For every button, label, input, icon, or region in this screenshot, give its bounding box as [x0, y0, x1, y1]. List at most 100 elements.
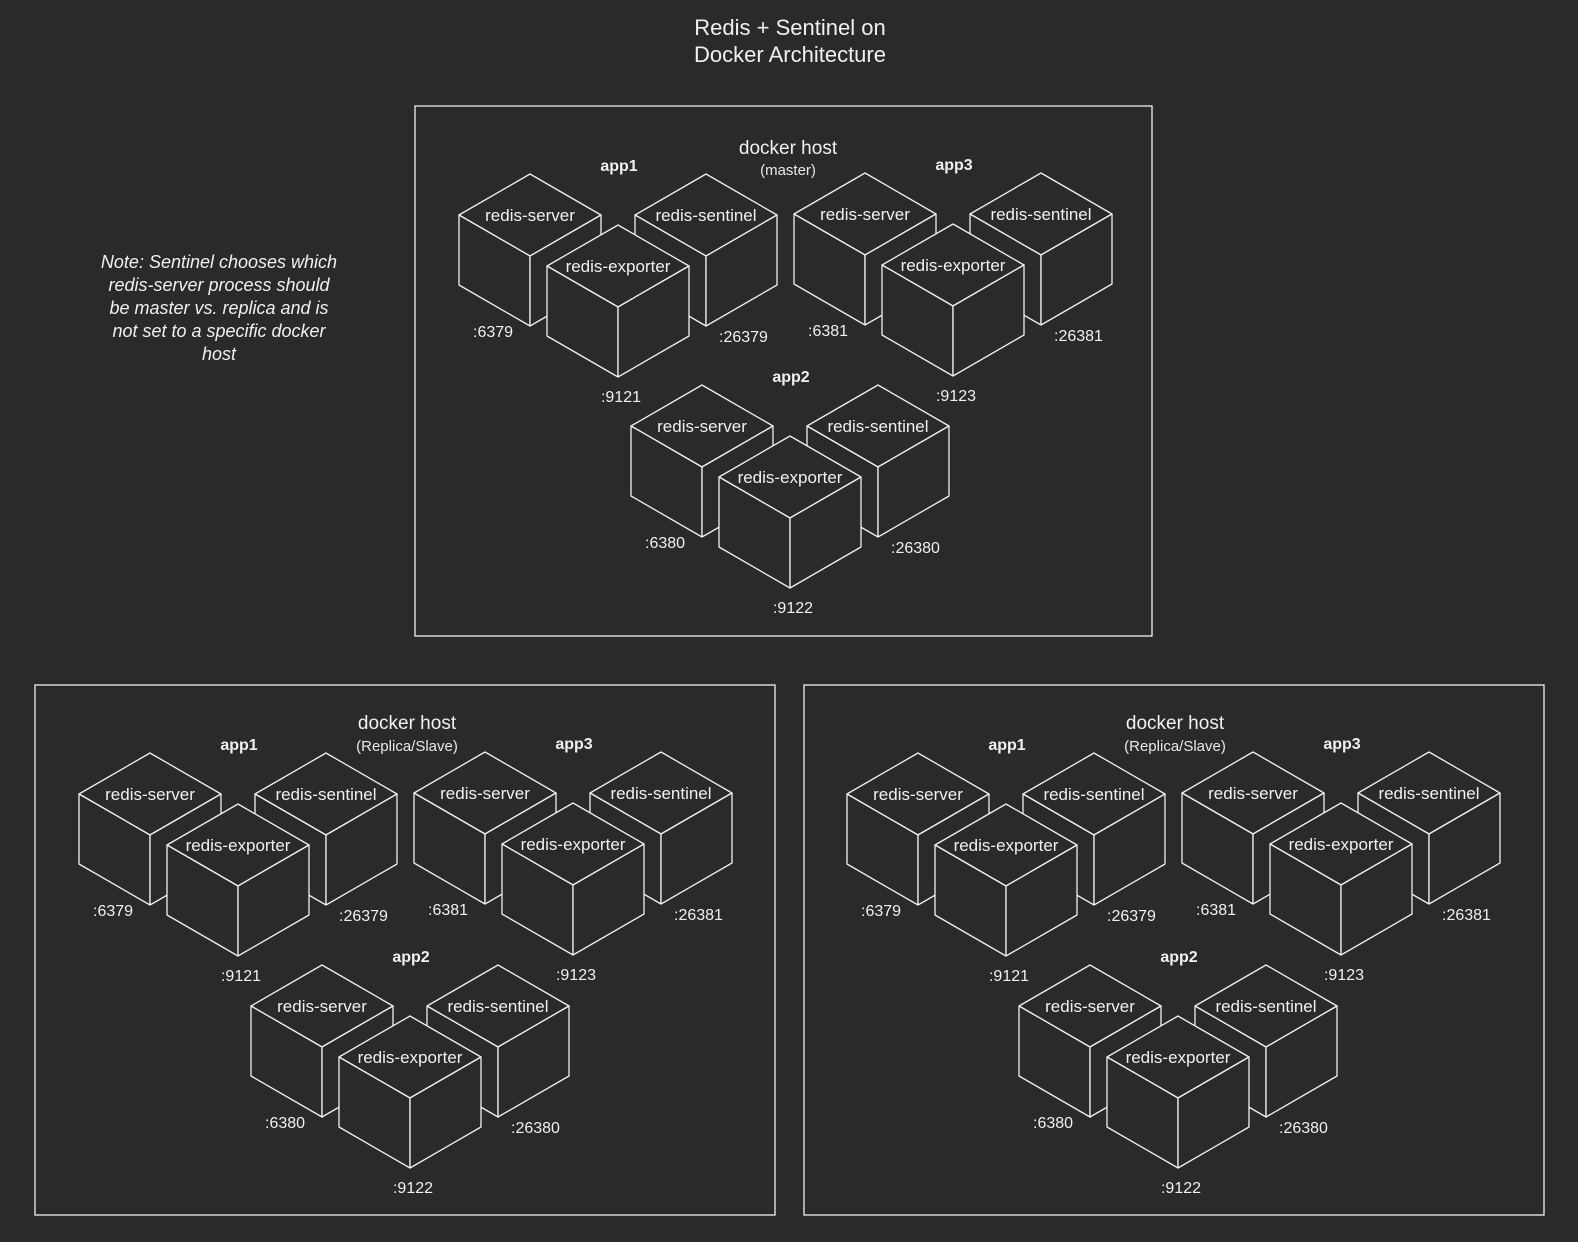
- redis-sentinel-cube-label: redis-sentinel: [827, 417, 928, 436]
- redis-sentinel-cube-label: redis-sentinel: [610, 784, 711, 803]
- redis-exporter-cube-label: redis-exporter: [738, 468, 843, 487]
- app-cluster: app3 redis-server redis-sentinel redis-expo…: [1181, 736, 1501, 984]
- cube-right-face: [1005, 844, 1078, 957]
- cube-right-face: [1177, 1056, 1250, 1169]
- app-cluster: app2 redis-server redis-sentinel redis-expo…: [250, 949, 570, 1197]
- redis-server-cube-label: redis-server: [1208, 784, 1298, 803]
- diagram-title-line-1: Redis + Sentinel on: [694, 15, 885, 40]
- app-label: app2: [392, 949, 429, 966]
- docker-host: docker host(Replica/Slave)app1redis-serv…: [803, 684, 1545, 1216]
- note-line-4: not set to a specific docker: [112, 321, 326, 341]
- cube-right-face: [1265, 1005, 1338, 1118]
- redis-server-cube-label: redis-server: [1045, 997, 1135, 1016]
- redis-exporter-cube-label: redis-exporter: [358, 1048, 463, 1067]
- note: Note: Sentinel chooses which redis-serve…: [101, 252, 337, 364]
- exporter-port: :9121: [989, 968, 1029, 985]
- cube-right-face: [325, 793, 398, 906]
- docker-host-title: docker host: [739, 138, 838, 159]
- server-port: :6381: [1196, 902, 1236, 919]
- sentinel-port: :26381: [1054, 328, 1103, 345]
- sentinel-port: :26379: [719, 329, 768, 346]
- cube-right-face: [660, 792, 733, 905]
- exporter-port: :9122: [773, 600, 813, 617]
- server-port: :6379: [473, 324, 513, 341]
- redis-exporter-cube-label: redis-exporter: [521, 835, 626, 854]
- cube-right-face: [1040, 213, 1113, 326]
- redis-sentinel-cube-label: redis-sentinel: [1215, 997, 1316, 1016]
- sentinel-port: :26379: [1107, 908, 1156, 925]
- server-port: :6381: [808, 323, 848, 340]
- sentinel-port: :26380: [891, 540, 940, 557]
- redis-sentinel-cube-label: redis-sentinel: [990, 205, 1091, 224]
- redis-exporter-cube: redis-exporter: [1106, 1015, 1250, 1169]
- redis-exporter-cube: redis-exporter: [501, 802, 645, 956]
- redis-exporter-cube-label: redis-exporter: [1289, 835, 1394, 854]
- docker-host-border: [34, 684, 776, 1216]
- redis-exporter-cube-label: redis-exporter: [1126, 1048, 1231, 1067]
- redis-server-cube-label: redis-server: [873, 785, 963, 804]
- redis-sentinel-cube-label: redis-sentinel: [1043, 785, 1144, 804]
- server-port: :6380: [265, 1115, 305, 1132]
- redis-exporter-cube: redis-exporter: [338, 1015, 482, 1169]
- redis-sentinel-cube: redis-sentinel: [426, 964, 570, 1118]
- cube-right-face: [705, 214, 778, 327]
- cube-right-face: [1340, 843, 1413, 956]
- redis-exporter-cube-label: redis-exporter: [186, 836, 291, 855]
- exporter-port: :9123: [556, 967, 596, 984]
- docker-host-role: (Replica/Slave): [1124, 738, 1226, 755]
- redis-exporter-cube: redis-exporter: [718, 435, 862, 589]
- exporter-port: :9123: [936, 388, 976, 405]
- redis-exporter-cube: redis-exporter: [166, 803, 310, 957]
- server-port: :6380: [645, 535, 685, 552]
- redis-exporter-cube: redis-exporter: [1269, 802, 1413, 956]
- redis-server-cube-label: redis-server: [657, 417, 747, 436]
- app-label: app3: [1323, 736, 1360, 753]
- note-line-1: Note: Sentinel chooses which: [101, 252, 337, 272]
- app-label: app2: [772, 369, 809, 386]
- cube-right-face: [952, 264, 1025, 377]
- sentinel-port: :26380: [511, 1120, 560, 1137]
- app-cluster: app1 redis-server redis-sentinelredis-expo…: [846, 737, 1166, 985]
- cube-right-face: [617, 265, 690, 378]
- docker-host: docker host(Replica/Slave)app1redis-serv…: [34, 684, 776, 1216]
- diagram-title-line-2: Docker Architecture: [694, 42, 886, 67]
- exporter-port: :9121: [601, 389, 641, 406]
- redis-exporter-cube: redis-exporter: [881, 223, 1025, 377]
- cube-right-face: [497, 1005, 570, 1118]
- redis-sentinel-cube-label: redis-sentinel: [1378, 784, 1479, 803]
- redis-sentinel-cube-label: redis-sentinel: [447, 997, 548, 1016]
- exporter-port: :9122: [1161, 1180, 1201, 1197]
- app-label: app3: [555, 736, 592, 753]
- cube-right-face: [572, 843, 645, 956]
- cube-right-face: [789, 476, 862, 589]
- redis-server-cube-label: redis-server: [105, 785, 195, 804]
- redis-exporter-cube-label: redis-exporter: [901, 256, 1006, 275]
- note-line-3: be master vs. replica and is: [109, 298, 328, 318]
- docker-host-border: [414, 105, 1153, 637]
- redis-sentinel-cube-label: redis-sentinel: [655, 206, 756, 225]
- app-label: app3: [935, 157, 972, 174]
- app-cluster: app2 redis-server redis-sentinel redis-expo…: [630, 369, 950, 617]
- server-port: :6381: [428, 902, 468, 919]
- cube-right-face: [1093, 793, 1166, 906]
- redis-exporter-cube: redis-exporter: [546, 224, 690, 378]
- redis-exporter-cube: redis-exporter: [934, 803, 1078, 957]
- redis-server-cube-label: redis-server: [277, 997, 367, 1016]
- cube-right-face: [409, 1056, 482, 1169]
- note-line-5: host: [202, 344, 237, 364]
- cube-right-face: [877, 425, 950, 538]
- exporter-port: :9122: [393, 1180, 433, 1197]
- sentinel-port: :26379: [339, 908, 388, 925]
- app-label: app1: [988, 737, 1025, 754]
- docker-host-border: [803, 684, 1545, 1216]
- server-port: :6379: [861, 903, 901, 920]
- app-label: app2: [1160, 949, 1197, 966]
- server-port: :6379: [93, 903, 133, 920]
- redis-sentinel-cube-label: redis-sentinel: [275, 785, 376, 804]
